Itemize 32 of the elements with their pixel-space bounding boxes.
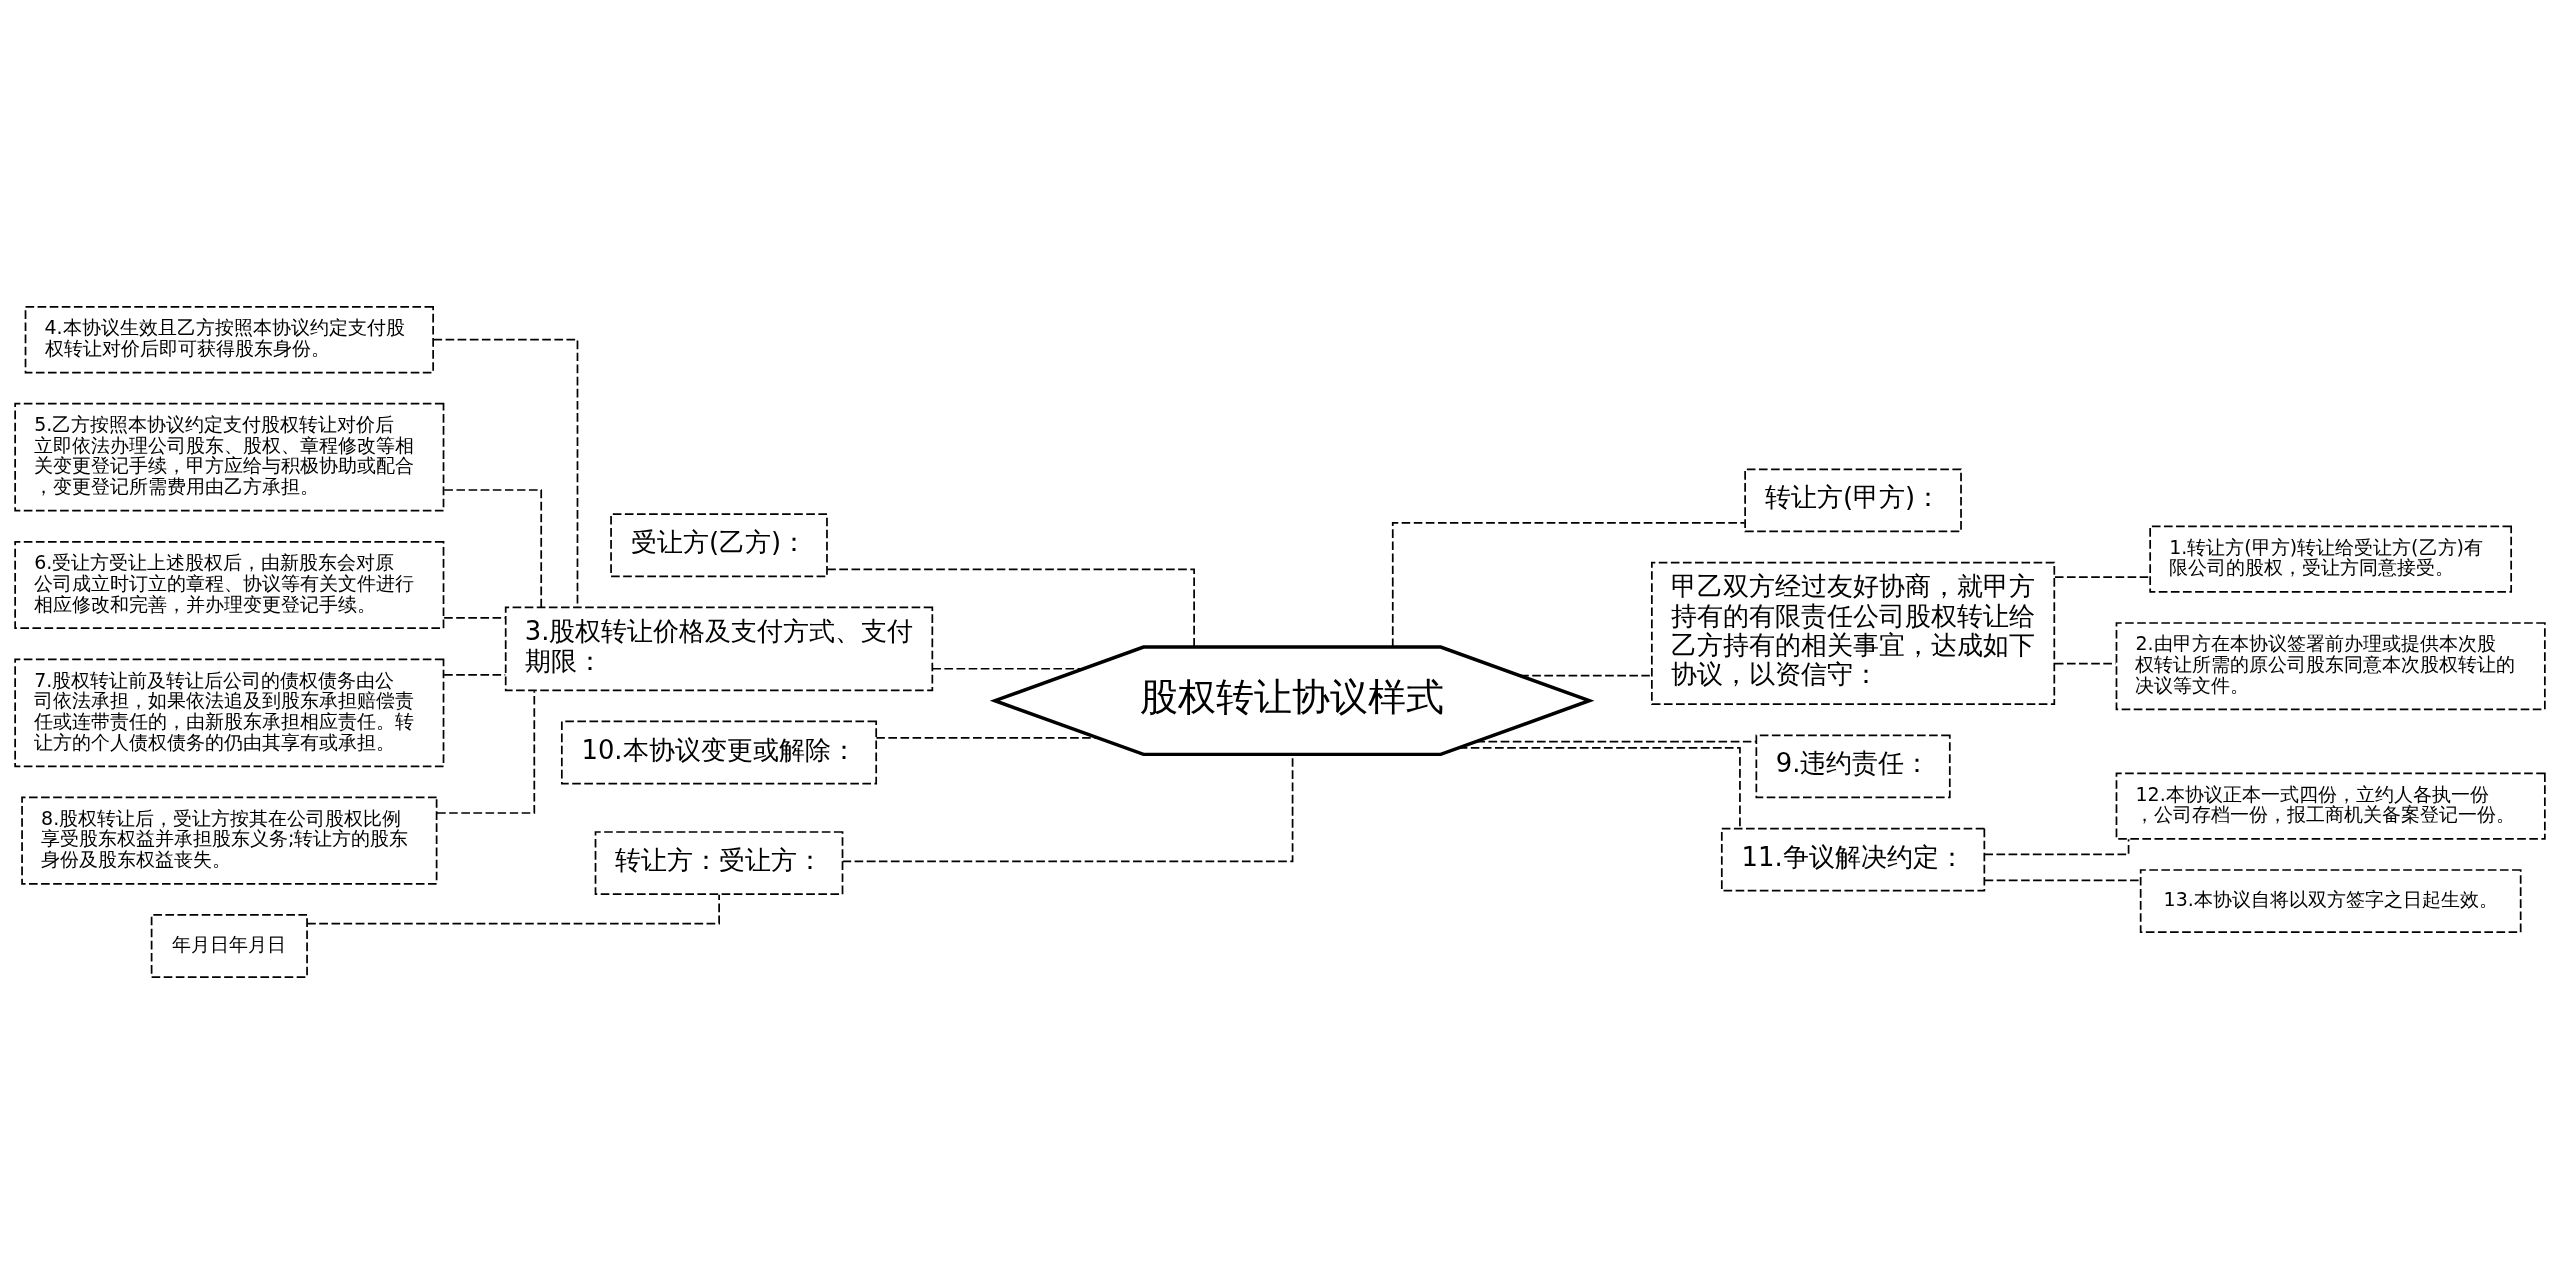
node-box: 转让方：受让方： — [594, 830, 844, 895]
connector — [826, 568, 1195, 647]
node-box: 8.股权转让后，受让方按其在公司股权比例享受股东权益并承担股东义务;转让方的股东身份及股东权益丧失。 — [21, 796, 438, 885]
connector — [443, 488, 543, 608]
node-box: 5.乙方按照本协议约定支付股权转让对价后立即依法办理公司股东、股权、章程修改等相关变更登记手续，甲方应给与积极协助或配合，变更登记所需费用由乙方承担。 — [14, 402, 445, 512]
connector — [931, 667, 1085, 670]
connector — [1391, 521, 1746, 648]
node-box: 年月日年月日 — [150, 913, 308, 978]
node-box: 7.股权转让前及转让后公司的债权债务由公司依法承担，如果依法追及到股东承担赔偿责任或连带责任的，由新股东承担相应责任。转让方的个人债权债务的仍由其享有或承担。 — [14, 657, 445, 767]
connector — [1983, 837, 2130, 855]
node-box: 受让方(乙方)： — [610, 512, 828, 577]
node-box: 2.由甲方在本协议签署前办理或提供本次股权转让所需的原公司股东同意本次股权转让的决议等文件。 — [2115, 621, 2546, 710]
connector — [2054, 575, 2151, 578]
connector — [1458, 746, 1741, 829]
node-box: 1.转让方(甲方)转让给受让方(乙方)有限公司的股权，受让方同意接受。 — [2149, 524, 2513, 593]
connector — [2054, 662, 2117, 664]
node-box: 甲乙双方经过友好协商，就甲方持有的有限责任公司股权转让给乙方持有的相关事宜，达成如下协议，以资信守： — [1651, 561, 2056, 705]
node-box: 13.本协议自将以双方签字之日起生效。 — [2139, 868, 2522, 933]
node-box: 11.争议解决约定： — [1720, 827, 1986, 892]
connector — [432, 338, 579, 608]
connector — [1984, 879, 2142, 881]
connector — [1475, 740, 1757, 742]
node-box: 4.本协议生效且乙方按照本协议约定支付股权转让对价后即可获得股东身份。 — [24, 305, 434, 373]
node-box: 9.违约责任： — [1755, 733, 1951, 798]
connector — [1519, 674, 1653, 677]
connector — [436, 689, 536, 814]
node-box: 转让方(甲方)： — [1744, 467, 1962, 532]
node-box: 12.本协议正本一式四份，立约人各执一份，公司存档一份，报工商机关备案登记一份。 — [2115, 771, 2546, 840]
connector — [875, 736, 1099, 739]
node-box: 10.本协议变更或解除： — [560, 720, 878, 784]
node-box: 3.股权转让价格及支付方式、支付期限： — [504, 606, 934, 691]
node-box: 6.受让方受让上述股权后，由新股东会对原公司成立时订立的章程、协议等有关文件进行相应修改和完善，并办理变更登记手续。 — [14, 540, 445, 629]
